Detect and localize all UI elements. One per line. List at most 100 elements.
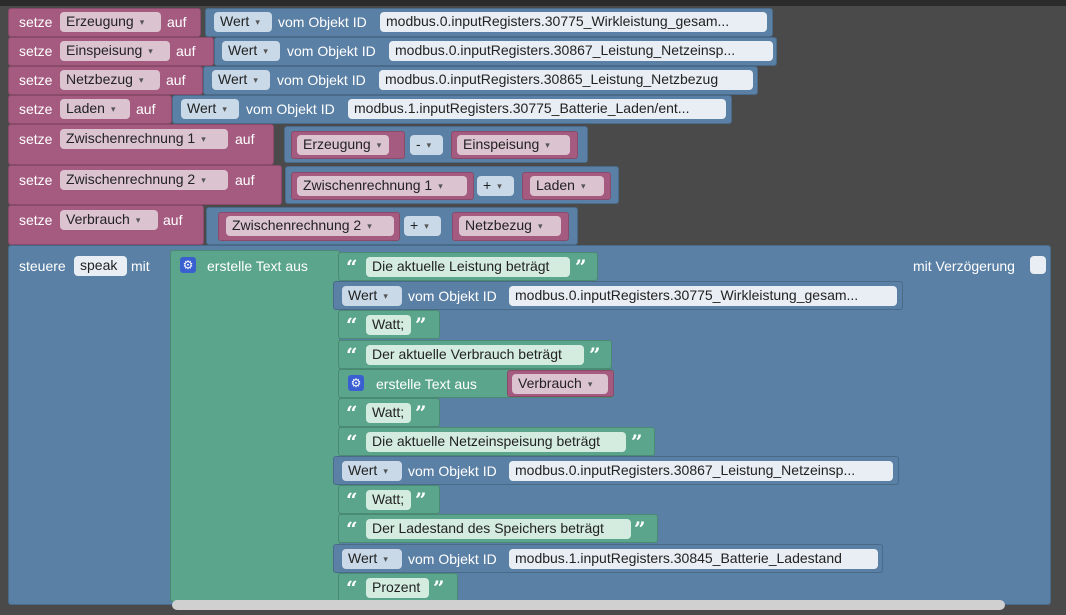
text-value[interactable]: Prozent (366, 578, 429, 598)
value-mode-dropdown[interactable]: Wert▾ (214, 12, 272, 32)
object-id-input[interactable]: modbus.1.inputRegisters.30775_Batterie_L… (348, 99, 726, 119)
value-mode: Wert (348, 462, 378, 478)
object-id-input[interactable]: modbus.0.inputRegisters.30775_Wirkleistu… (509, 286, 897, 306)
var-get-dropdown[interactable]: Erzeugung▾ (297, 135, 389, 155)
var-dropdown-einspeisung[interactable]: Einspeisung▾ (60, 41, 170, 61)
create-text-label: erstelle Text aus (376, 376, 477, 392)
var-name: Verbrauch (66, 211, 130, 227)
object-id-label: vom Objekt ID (408, 551, 497, 567)
object-id-input[interactable]: modbus.0.inputRegisters.30867_Leistung_N… (389, 41, 773, 61)
var-dropdown-verbrauch[interactable]: Verbrauch ▾ (60, 210, 158, 230)
object-id-input[interactable]: modbus.1.inputRegisters.30845_Batterie_L… (509, 549, 878, 569)
setze-label: setze (19, 43, 53, 59)
text-value[interactable]: Watt; (366, 403, 411, 423)
chevron-down-icon: ▾ (263, 46, 268, 56)
operator-dropdown[interactable]: +▾ (404, 216, 441, 236)
value-mode-dropdown[interactable]: Wert▾ (181, 99, 239, 119)
var-name: Einspeisung (463, 136, 540, 152)
quote-open-icon: “ (346, 343, 358, 367)
var-dropdown-zwischenrechnung-2[interactable]: Zwischenrechnung 2▾ (60, 170, 228, 190)
quote-close-icon: ” (575, 255, 587, 279)
value-mode-dropdown[interactable]: Wert▾ (212, 70, 270, 90)
var-get-dropdown[interactable]: Einspeisung ▾ (457, 135, 570, 155)
quote-close-icon: ” (415, 401, 427, 425)
setze-label: setze (19, 212, 53, 228)
chevron-down-icon: ▾ (587, 379, 593, 389)
var-name: Erzeugung (66, 13, 134, 29)
text-value[interactable]: Der aktuelle Verbrauch beträgt (366, 345, 584, 365)
chevron-down-icon: ▾ (580, 181, 586, 191)
var-get-dropdown[interactable]: Zwischenrechnung 1▾ (297, 176, 467, 196)
var-get-dropdown[interactable]: Zwischenrechnung 2▾ (226, 216, 394, 236)
var-get-dropdown[interactable]: Laden▾ (530, 176, 604, 196)
chevron-down-icon: ▾ (201, 175, 206, 185)
value-mode-dropdown[interactable]: Wert▾ (342, 286, 402, 306)
quote-open-icon: “ (346, 576, 358, 600)
text-value[interactable]: Watt; (366, 315, 411, 335)
chevron-down-icon: ▾ (138, 75, 144, 85)
value-mode-dropdown[interactable]: Wert ▾ (342, 549, 402, 569)
create-text-block[interactable] (170, 250, 340, 602)
var-dropdown-zwischenrechnung-1[interactable]: Zwischenrechnung 1▾ (60, 129, 228, 149)
quote-open-icon: “ (346, 488, 358, 512)
quote-open-icon: “ (346, 313, 358, 337)
operator-dropdown[interactable]: -▾ (410, 135, 443, 155)
object-id-input[interactable]: modbus.0.inputRegisters.30775_Wirkleistu… (380, 12, 767, 32)
chevron-down-icon: ▾ (139, 17, 145, 27)
device-field[interactable]: speak (74, 256, 127, 276)
var-get-dropdown[interactable]: Verbrauch▾ (512, 374, 608, 394)
value-mode: Wert (218, 71, 248, 87)
object-id-input[interactable]: modbus.0.inputRegisters.30865_Leistung_N… (379, 70, 753, 90)
horizontal-scrollbar[interactable] (172, 600, 1005, 610)
chevron-down-icon: ▾ (201, 134, 206, 144)
chevron-down-icon: ▾ (545, 140, 550, 150)
operator: - (416, 136, 421, 152)
chevron-down-icon: ▾ (424, 221, 429, 231)
var-name: Zwischenrechnung 1 (303, 177, 433, 193)
object-id-input[interactable]: modbus.0.inputRegisters.30867_Leistung_N… (509, 461, 893, 481)
object-id-label: vom Objekt ID (277, 72, 366, 88)
top-bar (0, 0, 1066, 6)
delay-input[interactable] (1030, 256, 1046, 274)
chevron-down-icon: ▾ (383, 291, 388, 301)
var-get-dropdown[interactable]: Netzbezug▾ (459, 216, 561, 236)
var-dropdown-erzeugung[interactable]: Erzeugung ▾ (60, 12, 161, 32)
var-dropdown-laden[interactable]: Laden▾ (60, 99, 130, 119)
quote-close-icon: ” (415, 313, 427, 337)
operator-dropdown[interactable]: +▾ (477, 176, 514, 196)
quote-open-icon: “ (346, 517, 358, 541)
text-value[interactable]: Die aktuelle Leistung beträgt (366, 257, 570, 277)
value-mode-dropdown[interactable]: Wert ▾ (342, 461, 402, 481)
text-value[interactable]: Watt; (366, 490, 411, 510)
var-name: Netzbezug (66, 71, 133, 87)
operator: + (410, 217, 419, 233)
object-id-label: vom Objekt ID (408, 463, 497, 479)
object-id-label: vom Objekt ID (246, 101, 335, 117)
text-value[interactable]: Der Ladestand des Speichers beträgt (366, 519, 631, 539)
auf-label: auf (176, 43, 196, 59)
var-name: Laden (66, 100, 105, 116)
setze-label: setze (19, 101, 53, 117)
var-name: Zwischenrechnung 2 (232, 217, 362, 233)
chevron-down-icon: ▾ (383, 466, 388, 476)
gear-icon[interactable]: ⚙ (348, 375, 364, 391)
var-name: Einspeisung (66, 42, 143, 58)
steuere-label: steuere (19, 258, 66, 274)
value-mode-dropdown[interactable]: Wert ▾ (222, 41, 280, 61)
text-value[interactable]: Die aktuelle Netzeinspeisung beträgt (366, 432, 626, 452)
auf-label: auf (235, 172, 255, 188)
quote-open-icon: “ (346, 430, 358, 454)
value-mode: Wert (220, 13, 250, 29)
chevron-down-icon: ▾ (135, 215, 141, 225)
auf-label: auf (167, 14, 187, 30)
create-text-label: erstelle Text aus (207, 258, 308, 274)
gear-icon[interactable]: ⚙ (180, 257, 196, 273)
quote-close-icon: ” (433, 576, 445, 600)
chevron-down-icon: ▾ (383, 554, 388, 564)
quote-close-icon: ” (415, 488, 427, 512)
setze-label: setze (19, 14, 53, 30)
value-mode: Wert (348, 550, 378, 566)
object-id-label: vom Objekt ID (408, 288, 497, 304)
var-dropdown-netzbezug[interactable]: Netzbezug ▾ (60, 70, 160, 90)
value-mode: Wert (228, 42, 258, 58)
